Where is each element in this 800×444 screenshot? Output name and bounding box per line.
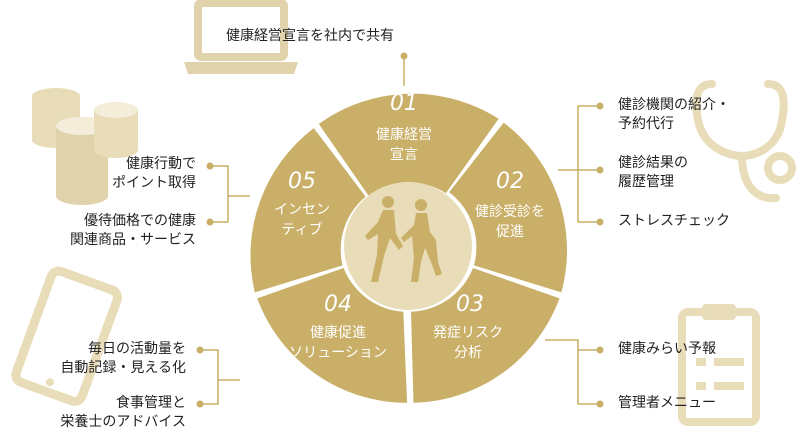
segment-04-number: 04 (324, 292, 352, 317)
segment-02-number: 02 (496, 169, 524, 194)
top-label-text: 健康経営宣言を社内で共有 (226, 28, 394, 44)
segment-03-number: 03 (456, 292, 484, 317)
segment-03 (411, 268, 560, 403)
left-item-2: 優待価格での健康 関連商品・サービス (70, 212, 196, 250)
coins-icon (32, 88, 138, 205)
left-item-2-line-2: 関連商品・サービス (70, 232, 196, 248)
center-circle (344, 182, 472, 310)
left-item-3: 毎日の活動量を 自動記録・見える化 (60, 340, 186, 378)
segment-05-number: 05 (288, 169, 316, 194)
segment-03-label-2: 分析 (454, 345, 482, 361)
segment-04-label-2: ソリューション (289, 345, 387, 361)
left-item-3-line-2: 自動記録・見える化 (60, 360, 186, 376)
left-item-4-line-2: 栄養士のアドバイス (60, 414, 186, 430)
stethoscope-icon (692, 80, 796, 203)
right-item-5-line-1: 管理者メニュー (618, 395, 716, 411)
left-item-1: 健康行動で ポイント取得 (112, 155, 196, 193)
right-item-2: 健診結果の 履歴管理 (618, 154, 688, 192)
laptop-icon (184, 0, 298, 74)
left-item-1-line-1: 健康行動で (126, 156, 196, 172)
segment-03-label-1: 発症リスク (433, 325, 503, 341)
top-label: 健康経営宣言を社内で共有 (226, 27, 394, 46)
left-item-4: 食事管理と 栄養士のアドバイス (60, 394, 186, 432)
right-item-4-line-1: 健康みらい予報 (618, 341, 716, 357)
segment-texts: 01 健康経営 宣言 02 健診受診を 促進 03 発症リスク 分析 04 健康… (274, 91, 545, 361)
right-item-1: 健診機関の紹介・ 予約代行 (618, 96, 730, 134)
left-item-3-line-1: 毎日の活動量を (88, 341, 186, 357)
right-item-3: ストレスチェック (618, 212, 730, 231)
segment-01-label-1: 健康経営 (376, 126, 432, 143)
segment-01-label-2: 宣言 (390, 147, 418, 163)
segment-05 (250, 128, 366, 293)
right-item-1-line-2: 予約代行 (618, 116, 674, 132)
segment-05-label-1: インセン (274, 202, 330, 218)
segment-02-label-2: 促進 (496, 224, 524, 240)
right-item-5: 管理者メニュー (618, 394, 716, 413)
segment-02-label-1: 健診受診を (475, 204, 545, 220)
left-item-4-line-1: 食事管理と (116, 395, 186, 411)
right-item-2-line-1: 健診結果の (618, 155, 688, 171)
connector-lines (200, 56, 600, 405)
right-item-4: 健康みらい予報 (618, 340, 716, 359)
segment-05-label-2: ティブ (281, 221, 322, 238)
left-item-2-line-1: 優待価格での健康 (84, 213, 196, 229)
right-item-2-line-2: 履歴管理 (618, 174, 674, 190)
segment-01 (318, 93, 499, 196)
left-item-1-line-2: ポイント取得 (112, 175, 196, 191)
segment-01-number: 01 (390, 91, 418, 116)
segment-04 (257, 268, 408, 403)
right-item-3-line-1: ストレスチェック (618, 213, 730, 229)
right-item-1-line-1: 健診機関の紹介・ (618, 97, 730, 113)
donut-segments (250, 93, 568, 403)
connector-dots (196, 52, 604, 408)
clipboard-icon (678, 304, 760, 426)
segment-04-label-1: 健康促進 (310, 324, 366, 341)
runners-icon (365, 196, 442, 282)
smartphone-icon (11, 266, 122, 406)
segment-02 (449, 122, 568, 293)
